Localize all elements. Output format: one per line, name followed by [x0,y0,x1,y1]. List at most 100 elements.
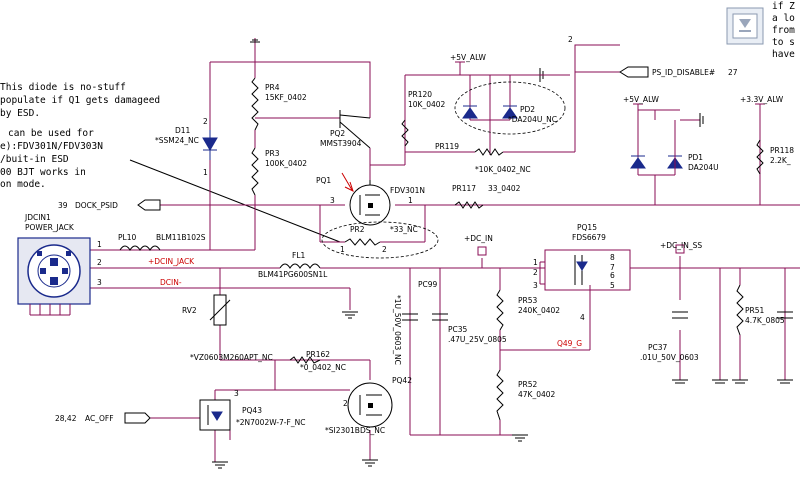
supply-symbols [455,61,765,256]
note-line: if Z [772,1,795,12]
pin-label: 3 [234,389,239,398]
pc37-ref: PC37 [648,343,668,352]
capacitor-pc35 [432,313,448,321]
diode-d11 [202,130,218,160]
pin-label: 2 [382,245,387,254]
pc99-value: *1U_50V_0603_NC [393,295,402,365]
gnd-symbol [712,379,728,384]
net-dc-in: +DC_IN [464,234,493,243]
resistor-pr117 [454,201,484,209]
pr51-ref: PR51 [745,306,765,315]
pd1-value: DA204U [688,163,719,172]
pq15-value: FDS6679 [572,233,606,242]
pq43-value: *2N7002W-7-F_NC [236,418,305,427]
pc37-value: .01U_50V_0603 [640,353,699,362]
gnd-symbol [732,379,748,384]
gnd-symbol [212,461,228,469]
ellipse-pd2 [454,81,566,135]
net-5v-alw: +5V_ALW [623,95,660,104]
pr117-value: 33_0402 [488,184,521,193]
scroll-to-bottom-icon[interactable] [726,7,764,45]
pr3-ref: PR3 [265,149,280,158]
note-line: can be used for [8,128,94,139]
gnd-symbol-pd1 [680,113,704,127]
acoff-page-ref: 28,42 [55,414,77,423]
note-line: by ESD. [0,108,40,119]
pr3-value: 100K_0402 [265,159,307,168]
note-line: 00 BJT works in [0,167,86,178]
mosfet-pq1 [349,180,391,226]
ps-id-page-ref: 27 [728,68,738,77]
note-line: This diode is no-stuff [0,82,126,93]
note-line: have [772,49,795,60]
resistor-pr162 [289,356,321,364]
pin-label: 3 [330,196,335,205]
varistor-rv2 [209,294,231,326]
pc35-value: .47U_25V_0805 [448,335,507,344]
rv2-ref: RV2 [182,306,197,315]
pd1-ref: PD1 [688,153,703,162]
gnd-symbols-bottom [212,311,793,469]
pr51-value: 4.7K_0805 [745,316,785,325]
pin-label: 5 [610,281,615,290]
pr4-ref: PR4 [265,83,280,92]
gnd-symbol [342,311,358,319]
pin-label: 1 [533,258,538,267]
net-dock-psid: DOCK_PSID [75,201,118,210]
fl1-value: BLM41PG600SN1L [258,270,328,279]
rv2-value: *VZ0603M260APT_NC [190,353,273,362]
pr120-value: 10K_0402 [408,100,446,109]
pin-label: 7 [610,263,615,272]
resistor-pr118 [756,139,764,175]
gnd-symbol [672,379,688,384]
transistor-pq2 [339,110,371,149]
jdcin1-value: POWER_JACK [25,223,75,232]
pq2-ref: PQ2 [330,129,345,138]
pr118-value: 2.2K_ [770,156,791,165]
pin-label: 1 [97,240,102,249]
pr120-ref: PR120 [408,90,432,99]
ellipse-pr2 [321,221,439,259]
mosfet-pq15 [544,249,631,320]
resistor-pr3 [251,147,259,196]
pr2-value: *33_NC [390,225,418,234]
resistor-pr119 [474,148,504,156]
pr4-value: 15KF_0402 [265,93,307,102]
pr52-ref: PR52 [518,380,538,389]
pr118-ref: PR118 [770,146,794,155]
net-q49-g: Q49_G [557,339,582,348]
pr119-ref: PR119 [435,142,459,151]
pr53-ref: PR53 [518,296,538,305]
right-note: if Z a lo from to s have [772,1,795,60]
pr2-ref: PR2 [350,225,365,234]
note-leader [129,159,341,243]
esd-note: This diode is no-stuff populate if Q1 ge… [0,82,160,190]
mosfet-pq43 [199,399,231,431]
note-line: on mode. [0,179,46,190]
gnd-symbol-top-left [250,38,260,62]
pr162-ref: PR162 [306,350,330,359]
capacitor-pc99 [402,313,418,321]
net-dcin-minus: DCIN- [160,278,182,287]
jdcin1-ref: JDCIN1 [24,213,51,222]
pin-label: 2 [568,35,573,44]
pq43-ref: PQ43 [242,406,262,415]
net-dc-in-ss: +DC_IN_SS [660,241,702,250]
wires-dc-input [90,249,800,462]
mosfet-pq42 [347,382,393,428]
pl10-value: BLM11B102S [156,233,206,242]
net-3v3-alw: +3.3V_ALW [740,95,784,104]
wires-dock-psid [160,204,800,242]
power-jack-jdcin1 [17,237,91,316]
pin-label: 2 [97,258,102,267]
pq1-ref: PQ1 [316,176,331,185]
note-line: to s [772,37,795,48]
pq42-ref: PQ42 [392,376,412,385]
gnd-symbol [777,379,793,384]
capacitor-pc37 [672,311,688,319]
diode-pd2 [462,105,518,119]
fl1-ref: FL1 [292,251,305,260]
gnd-symbol [362,459,378,467]
